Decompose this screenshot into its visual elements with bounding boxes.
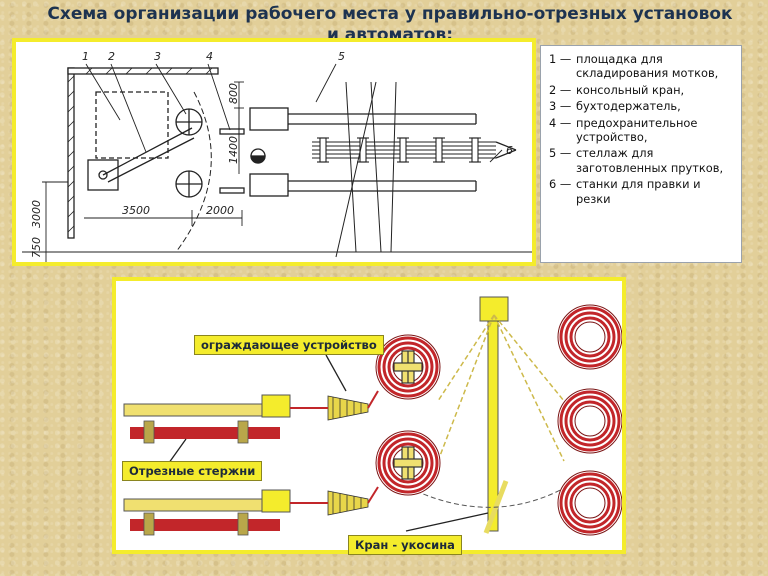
dimension-800: 800 — [227, 83, 240, 104]
dimension-1400: 1400 — [227, 136, 240, 164]
legend-item: 2 —консольный кран, — [549, 82, 685, 97]
callout-5: 5 — [338, 50, 345, 63]
crane-callout: Кран - укосина — [348, 535, 462, 555]
callout-1: 1 — [82, 50, 89, 63]
dimension-750: 750 — [30, 237, 43, 258]
legend-item: 4 —предохранительное устройство, — [549, 115, 698, 145]
dimension-2000: 2000 — [206, 204, 234, 217]
illustration-panel: ограждающее устройство Отрезные стержни … — [112, 277, 626, 555]
callout-6: 6 — [506, 144, 513, 157]
legend-item: 3 —бухтодержатель, — [549, 99, 681, 114]
workplace-illustration — [123, 296, 622, 537]
legend-box: 1 —площадка для складирования мотков, 2 … — [540, 45, 742, 263]
callout-2: 2 — [108, 50, 115, 63]
dimension-3000: 3000 — [30, 200, 43, 228]
dimension-3500: 3500 — [122, 204, 150, 217]
legend-item: 1 —площадка для складирования мотков, — [549, 52, 719, 81]
guard-callout: ограждающее устройство — [194, 335, 384, 355]
rods-callout: Отрезные стержни — [122, 461, 263, 481]
callout-4: 4 — [206, 50, 213, 63]
legend-item: 5 —стеллаж для заготовленных прутков, — [549, 146, 724, 175]
workplace-layout-drawing: 1 2 3 4 5 6 3500 2000 3000 750 800 1400 — [22, 50, 532, 262]
layout-drawing-panel: 1 2 3 4 5 6 3500 2000 3000 750 800 1400 — [12, 38, 536, 266]
legend-item: 6 —станки для правки и резки — [549, 177, 701, 206]
callout-3: 3 — [154, 50, 161, 63]
